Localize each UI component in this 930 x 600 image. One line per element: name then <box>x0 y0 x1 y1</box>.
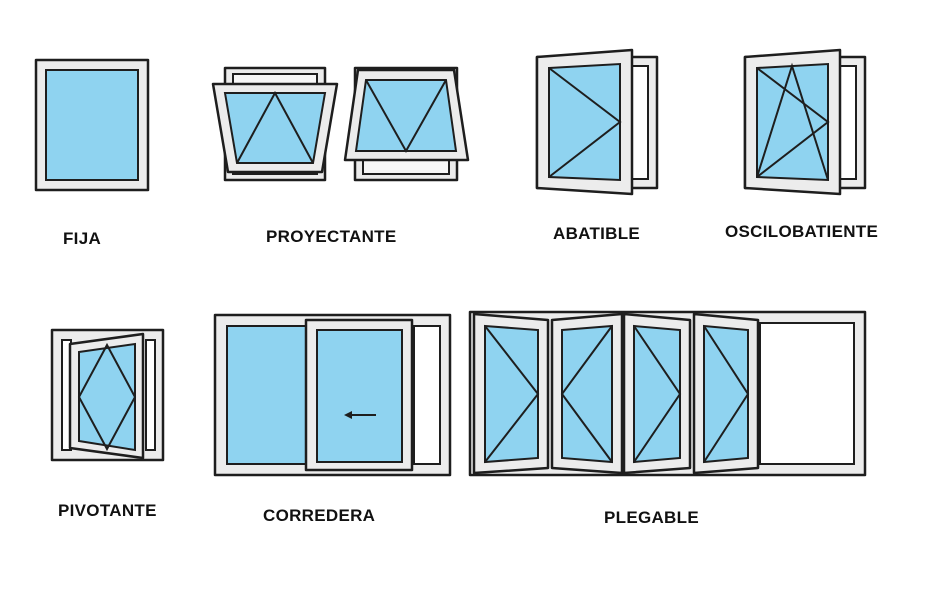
window-fija <box>34 58 150 192</box>
folding-panel <box>472 312 550 475</box>
label-oscilobatiente: OSCILOBATIENTE <box>725 222 879 241</box>
label-plegable: PLEGABLE <box>604 508 699 527</box>
window-abatible <box>535 48 659 196</box>
label-pivotante: PIVOTANTE <box>58 501 157 520</box>
label-corredera: CORREDERA <box>263 506 376 525</box>
folding-panel <box>550 312 624 475</box>
window-pivotante <box>50 328 165 462</box>
slide-left-arrow-icon <box>344 411 376 419</box>
window-proyectante-2 <box>343 66 470 182</box>
window-plegable <box>468 310 867 477</box>
window-corredera <box>213 313 452 477</box>
label-abatible: ABATIBLE <box>553 224 641 243</box>
label-proyectante: PROYECTANTE <box>266 227 397 246</box>
label-fija: FIJA <box>63 229 102 248</box>
folding-panel <box>692 312 760 475</box>
folding-panel <box>622 312 692 475</box>
window-proyectante-1 <box>211 66 339 182</box>
window-oscilobatiente <box>743 48 867 196</box>
